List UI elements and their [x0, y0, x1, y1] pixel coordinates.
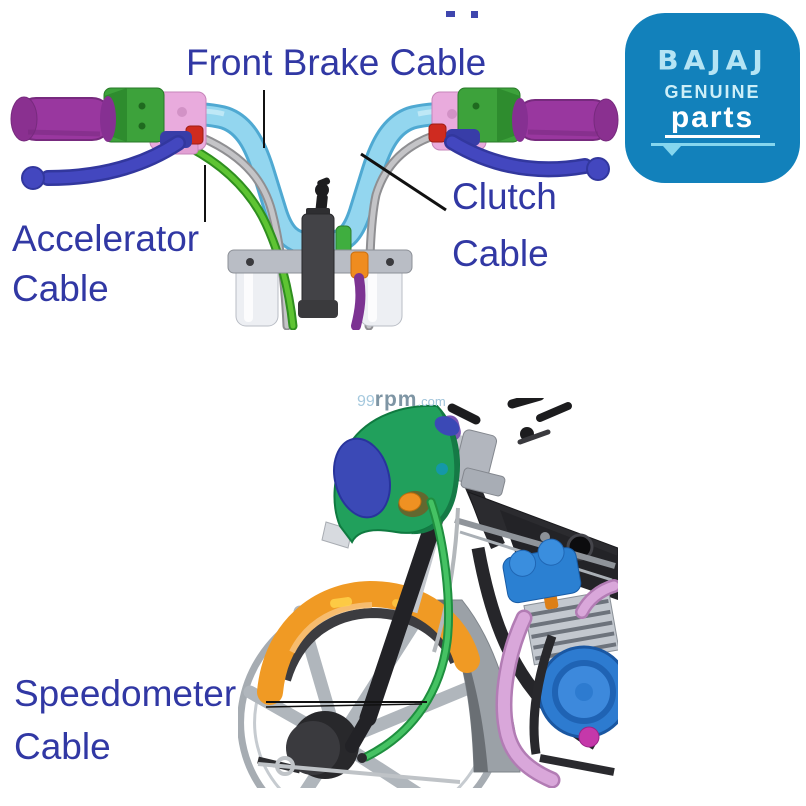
headlight-cowl — [321, 404, 460, 549]
motorcycle-front-illustration — [238, 398, 618, 788]
logo-genuine-text: GENUINE — [664, 82, 761, 102]
accelerator-cable — [186, 143, 298, 330]
handlebar-illustration — [10, 87, 619, 330]
label-clutch-line1: Clutch — [452, 176, 557, 217]
pointer-clutch — [360, 152, 447, 212]
steering-head — [435, 398, 572, 497]
watermark-num: 99 — [357, 393, 375, 410]
clutch-lever — [444, 129, 610, 181]
bajaj-genuine-parts-logo: BAJAJ GENUINE parts — [625, 13, 800, 183]
text-artifact-dot — [471, 11, 478, 18]
text-artifact-dot — [446, 11, 455, 17]
label-accelerator-line2: Cable — [12, 268, 109, 309]
label-speedometer-line2: Cable — [14, 726, 111, 767]
logo-underline — [650, 143, 775, 156]
left-grip — [10, 96, 116, 142]
right-grip — [512, 98, 619, 142]
label-speedometer-line1: Speedometer — [14, 673, 237, 714]
watermark-tld: .com — [417, 394, 446, 409]
exhaust-pipe — [495, 579, 618, 788]
watermark-99rpm: 99rpm.com — [357, 388, 446, 412]
logo-parts-text: parts — [664, 103, 761, 138]
label-clutch-line2: Cable — [452, 233, 549, 274]
engine — [502, 538, 618, 748]
steering-stem — [227, 177, 413, 330]
label-front-brake-cable: Front Brake Cable — [186, 42, 487, 83]
front-brake-lever — [21, 131, 192, 190]
label-accelerator-line1: Accelerator — [12, 218, 200, 259]
pointer-speedometer-bottom — [265, 703, 423, 708]
chevron-down-icon — [662, 146, 681, 156]
watermark-name: rpm — [374, 388, 418, 411]
speedometer-cable — [357, 497, 460, 763]
logo-brand-text: BAJAJ — [657, 44, 768, 77]
